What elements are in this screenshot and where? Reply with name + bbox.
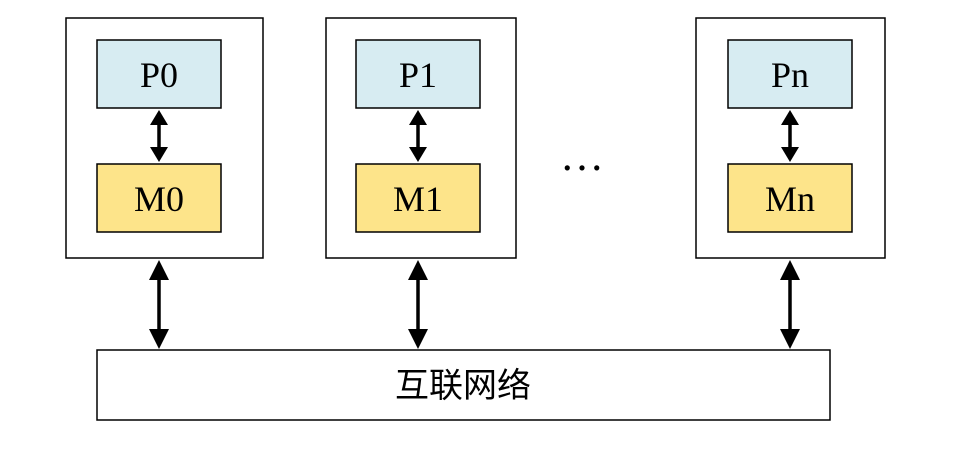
network-box xyxy=(96,349,831,421)
node-n-processor-label: Pn xyxy=(771,55,809,95)
node-0: P0 M0 xyxy=(65,17,264,259)
node-1-processor-label: P1 xyxy=(399,55,437,95)
ellipsis: … xyxy=(560,131,604,180)
node-0-memory-box xyxy=(96,163,222,233)
node-0-processor-label: P0 xyxy=(140,55,178,95)
node-n-internal-arrow xyxy=(781,110,799,162)
interconnect-network: 互联网络 xyxy=(96,349,831,421)
node-n: Pn Mn xyxy=(695,17,886,259)
node-0-processor-box xyxy=(96,39,222,109)
network-label: 互联网络 xyxy=(395,366,531,406)
node-1: P1 M1 xyxy=(325,17,517,259)
node-0-memory-label: M0 xyxy=(134,179,184,219)
node-n-memory-label: Mn xyxy=(765,179,815,219)
node-n-processor-box xyxy=(727,39,853,109)
node-1-memory-label: M1 xyxy=(393,179,443,219)
node-n-network-arrow xyxy=(780,260,800,349)
node-1-memory-box xyxy=(355,163,481,233)
node-0-network-arrow xyxy=(149,260,169,349)
node-1-internal-arrow xyxy=(409,110,427,162)
node-1-network-arrow xyxy=(408,260,428,349)
node-n-memory-box xyxy=(727,163,853,233)
node-1-processor-box xyxy=(355,39,481,109)
node-0-internal-arrow xyxy=(150,110,168,162)
